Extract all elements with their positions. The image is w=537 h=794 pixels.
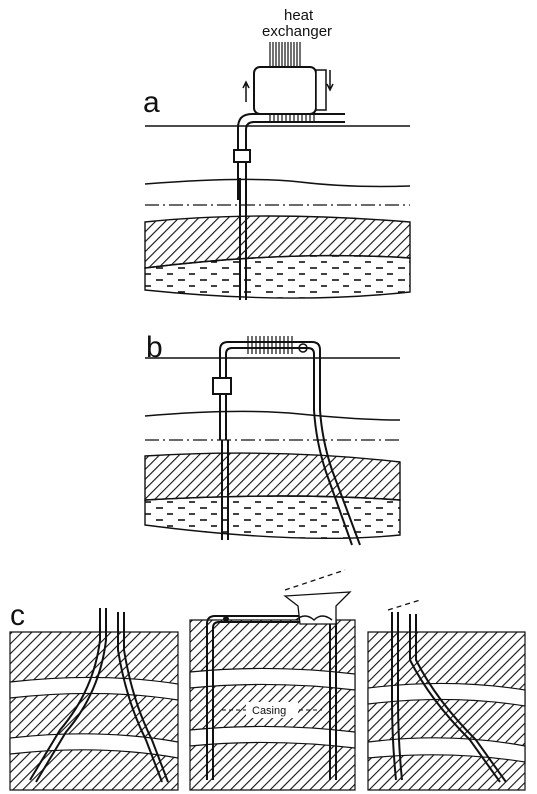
water-table-b (144, 410, 401, 421)
panel-c-left (9, 608, 179, 791)
reservoir-layer-b (144, 495, 401, 540)
panel-c-letter: c (10, 599, 25, 632)
heat-exchanger-unit-a (242, 42, 334, 122)
panel-c-middle: Casing (189, 569, 356, 791)
caprock-layer-b (144, 452, 401, 501)
heat-exchanger-unit-b (247, 336, 308, 354)
water-table-a (144, 178, 411, 188)
panel-a: a heat exchanger (143, 7, 411, 300)
panel-c: c (9, 569, 526, 791)
panel-a-letter: a (143, 86, 160, 119)
panel-b: b (144, 331, 401, 546)
casing-label: Casing (252, 705, 286, 717)
panel-b-letter: b (146, 331, 163, 364)
panel-c-right (367, 599, 526, 791)
heat-exchanger-label-line2: exchanger (262, 23, 332, 40)
reservoir-layer-a (144, 254, 411, 299)
heat-exchanger-label-line1: heat (284, 7, 314, 24)
